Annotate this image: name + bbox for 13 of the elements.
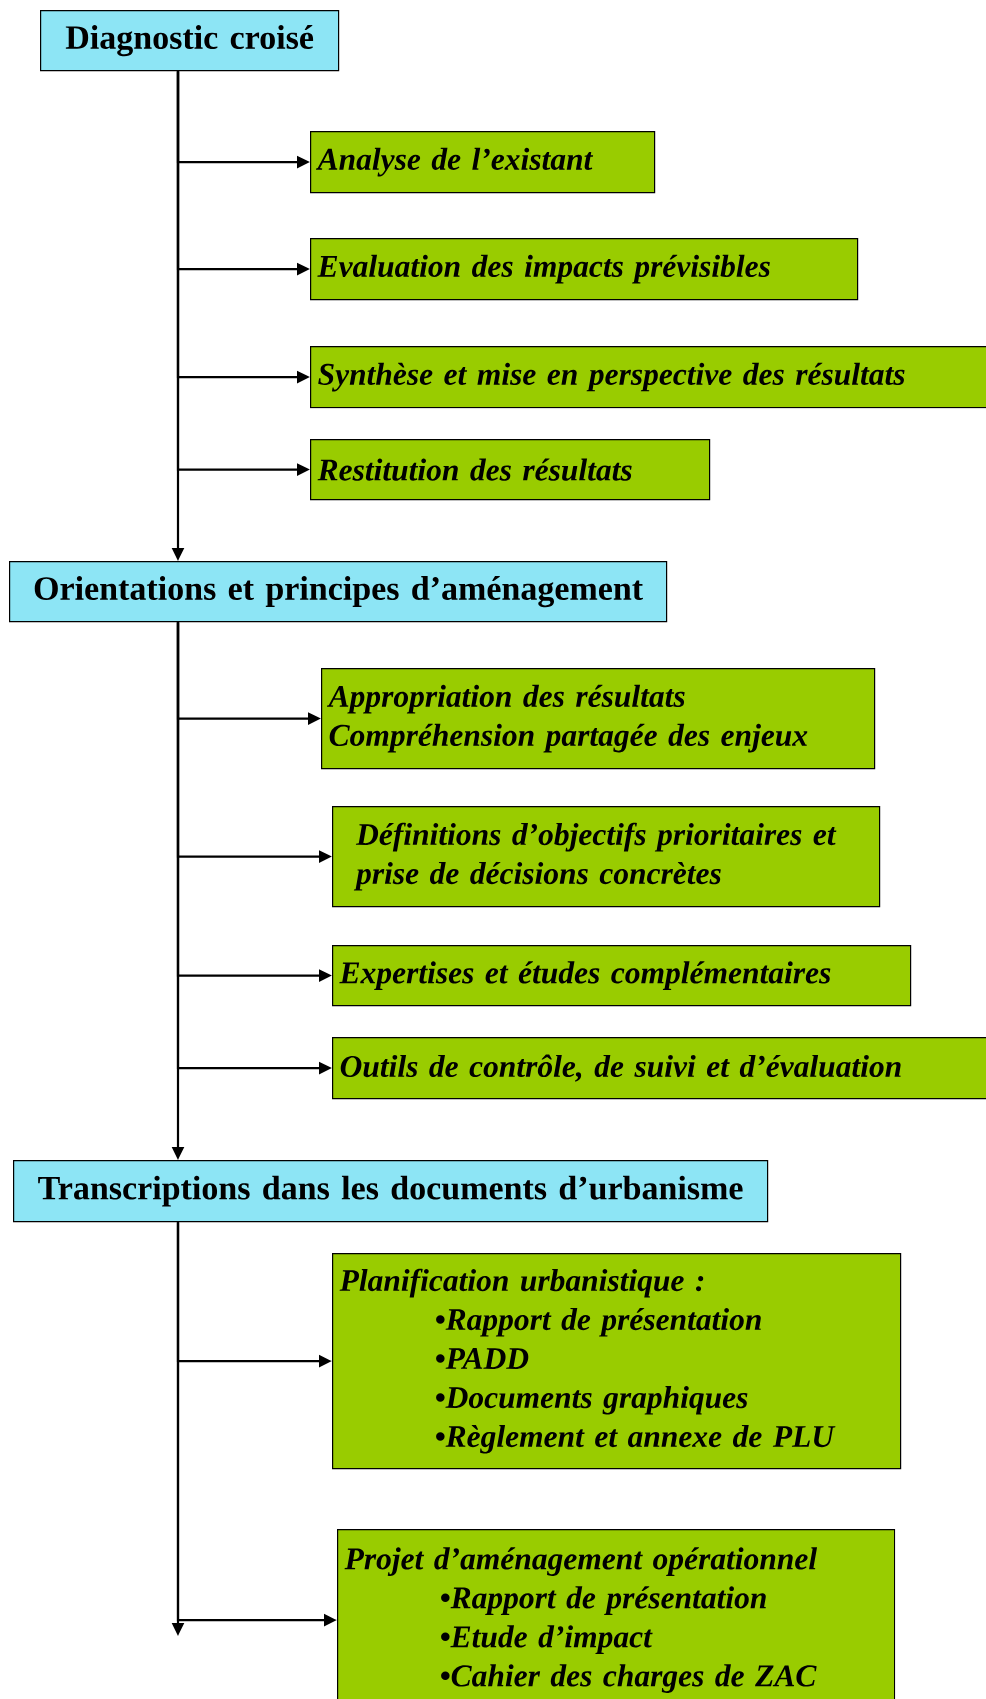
task-box: Outils de contrôle, de suivi et d’évaluation — [332, 1037, 986, 1100]
task-box: Projet d’aménagement opérationnel •Rapport de présentation •Etude d’impact •Cahier des charges de ZAC — [337, 1529, 896, 1699]
task-box: Restitution des résultats — [310, 439, 711, 501]
stage-box: Diagnostic croisé — [40, 10, 340, 72]
stage-box: Orientations et principes d’aménagement — [9, 561, 668, 623]
task-box: Planification urbanistique : •Rapport de présentation •PADD •Documents graphiques •Règlement et annexe de PLU — [332, 1253, 902, 1470]
stage-box: Transcriptions dans les documents d’urbanisme — [13, 1160, 769, 1223]
task-box: Synthèse et mise en perspective des résultats — [310, 346, 986, 409]
task-box: Appropriation des résultats Compréhension partagée des enjeux — [321, 668, 876, 770]
task-box: Expertises et études complémentaires — [332, 945, 912, 1007]
task-box: Analyse de l’existant — [310, 131, 656, 194]
task-box: Evaluation des impacts prévisibles — [310, 238, 859, 301]
task-box: Définitions d’objectifs prioritaires et prise de décisions concrètes — [332, 806, 881, 908]
